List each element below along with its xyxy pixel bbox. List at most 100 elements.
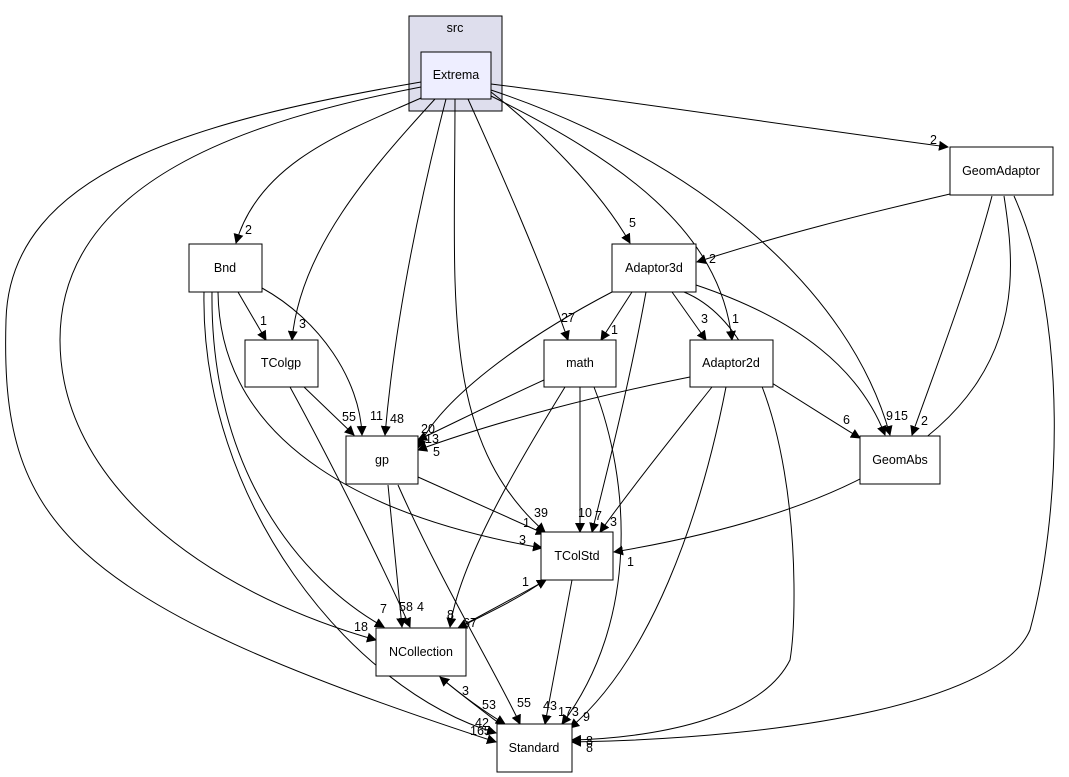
node-adaptor3d[interactable]: Adaptor3d [611, 243, 697, 293]
edge-bnd-tcolgp [237, 291, 267, 341]
edge-extrema-geomabs [490, 89, 893, 436]
edge-extrema-math [467, 98, 570, 341]
edge-tcolgp-gp [303, 386, 355, 436]
label-bnd-std: 42 [475, 716, 489, 730]
node-gp-label: gp [375, 453, 389, 467]
edge-ncollection-standard [439, 676, 506, 725]
edge-adaptor3d-math [600, 291, 633, 341]
label-a2d-geomabs: 6 [843, 413, 850, 427]
node-math-label: math [566, 356, 594, 370]
node-tcolstd-label: TColStd [554, 549, 599, 563]
label-bnd-gp: 11 [370, 409, 383, 423]
edge-extrema-gp [380, 98, 447, 436]
label-ext-nc: 18 [354, 620, 368, 634]
node-bnd[interactable]: Bnd [188, 243, 263, 293]
edge-extrema-geomadaptor [490, 83, 949, 151]
label-a3d-math: 1 [611, 323, 618, 337]
label-a2d-std: 9 [583, 710, 590, 724]
edge-adaptor3d-gp [417, 291, 613, 449]
node-adaptor2d-label: Adaptor2d [702, 356, 760, 370]
label-ext-adaptor2d: 1 [732, 312, 739, 326]
edge-adaptor3d-tcolstd [589, 291, 647, 533]
edge-extrema-adaptor2d [490, 95, 736, 341]
label-math-gp: 20 [421, 422, 435, 436]
cluster-src-label: src [447, 21, 464, 35]
node-standard-label: Standard [509, 741, 560, 755]
edge-bnd-tcolstd [217, 291, 543, 552]
label-math-nc: 8 [447, 608, 454, 622]
node-standard[interactable]: Standard [496, 723, 573, 773]
label-gp-nc: 58 [399, 600, 413, 614]
label-ext-tcolstd: 39 [534, 506, 548, 520]
label-ext-gp: 48 [390, 412, 404, 426]
label-tcolgp-nc: 4 [417, 600, 424, 614]
node-tcolgp-label: TColgp [261, 356, 301, 370]
edge-gp-standard [397, 484, 521, 725]
edge-extrema-adaptor3d [490, 91, 631, 244]
node-math[interactable]: math [543, 339, 617, 388]
label-ext-std: 165 [470, 724, 491, 738]
label-bnd-nc: 7 [380, 602, 387, 616]
edge-labels: 2 2 5 2 3 1 27 1 3 1 55 11 48 20 13 5 6 … [245, 133, 937, 755]
label-a3d-gp: 13 [425, 432, 439, 446]
label-ga-std: 8 [586, 734, 593, 748]
edge-bnd-gp [261, 287, 367, 436]
node-geomabs[interactable]: GeomAbs [859, 435, 941, 485]
label-tcolstd-std: 43 [543, 699, 557, 713]
edge-adaptor2d-geomabs [761, 376, 861, 439]
label-nc-tcolstd: 1 [522, 575, 529, 589]
node-adaptor3d-label: Adaptor3d [625, 261, 683, 275]
edge-tcolgp-ncollection [289, 386, 411, 628]
label-ext-geomabs: 15 [894, 409, 908, 423]
label-ext-adaptor3d: 5 [629, 216, 636, 230]
edge-math-standard [561, 386, 622, 725]
edge-extrema-ncollection [59, 86, 422, 643]
edge-bnd-standard [203, 291, 497, 736]
edges [5, 81, 1055, 747]
label-ga-adaptor3d: 2 [709, 252, 716, 266]
edge-bnd-ncollection [211, 291, 385, 628]
edge-adaptor3d-geomabs [695, 284, 887, 436]
label-a3d-adaptor2d: 3 [701, 312, 708, 326]
edge-math-gp [417, 379, 545, 441]
label-gp-tcolstd: 1 [523, 516, 530, 530]
label-ga-tcolstd: 1 [627, 555, 634, 569]
label-ext-tcolgp: 3 [299, 317, 306, 331]
edge-gp-tcolstd [417, 476, 546, 535]
node-bnd-label: Bnd [214, 261, 236, 275]
label-ext-bnd: 2 [245, 223, 252, 237]
label-ga-geomabs: 2 [921, 414, 928, 428]
label-std-nc: 3 [462, 684, 469, 698]
label-a3d-geomabs: 9 [886, 409, 893, 423]
label-ext-math: 27 [561, 311, 575, 325]
label-gp-std: 55 [517, 696, 531, 710]
label-bnd-tcolstd: 3 [519, 533, 526, 547]
edge-extrema-bnd [233, 97, 422, 244]
label-tcolgp-gp: 55 [342, 410, 356, 424]
node-geomabs-label: GeomAbs [872, 453, 928, 467]
edge-extrema-tcolstd [453, 98, 546, 533]
label-nc-std: 53 [482, 698, 496, 712]
label-a3d-std: 8 [586, 741, 593, 755]
label-bnd-tcolgp: 1 [260, 314, 267, 328]
edge-extrema-standard [5, 81, 497, 744]
edge-geomadaptor-adaptor3d [696, 193, 951, 264]
edge-extrema-tcolgp [287, 98, 436, 341]
node-extrema[interactable]: Extrema [420, 51, 492, 100]
node-tcolgp[interactable]: TColgp [244, 339, 319, 388]
label-ext-geomadaptor: 2 [930, 133, 937, 147]
node-extrema-label: Extrema [433, 68, 480, 82]
node-geomadaptor[interactable]: GeomAdaptor [949, 146, 1054, 196]
node-geomadaptor-label: GeomAdaptor [962, 164, 1040, 178]
node-tcolstd[interactable]: TColStd [540, 531, 614, 581]
edge-adaptor2d-standard [569, 386, 727, 729]
edge-adaptor2d-gp [417, 376, 691, 452]
node-gp[interactable]: gp [345, 435, 419, 485]
node-ncollection[interactable]: NCollection [375, 627, 467, 677]
edge-math-ncollection [446, 386, 566, 628]
edge-tcolstd-standard [541, 579, 573, 725]
label-a2d-gp: 5 [433, 445, 440, 459]
node-adaptor2d[interactable]: Adaptor2d [689, 339, 774, 388]
node-ncollection-label: NCollection [389, 645, 453, 659]
